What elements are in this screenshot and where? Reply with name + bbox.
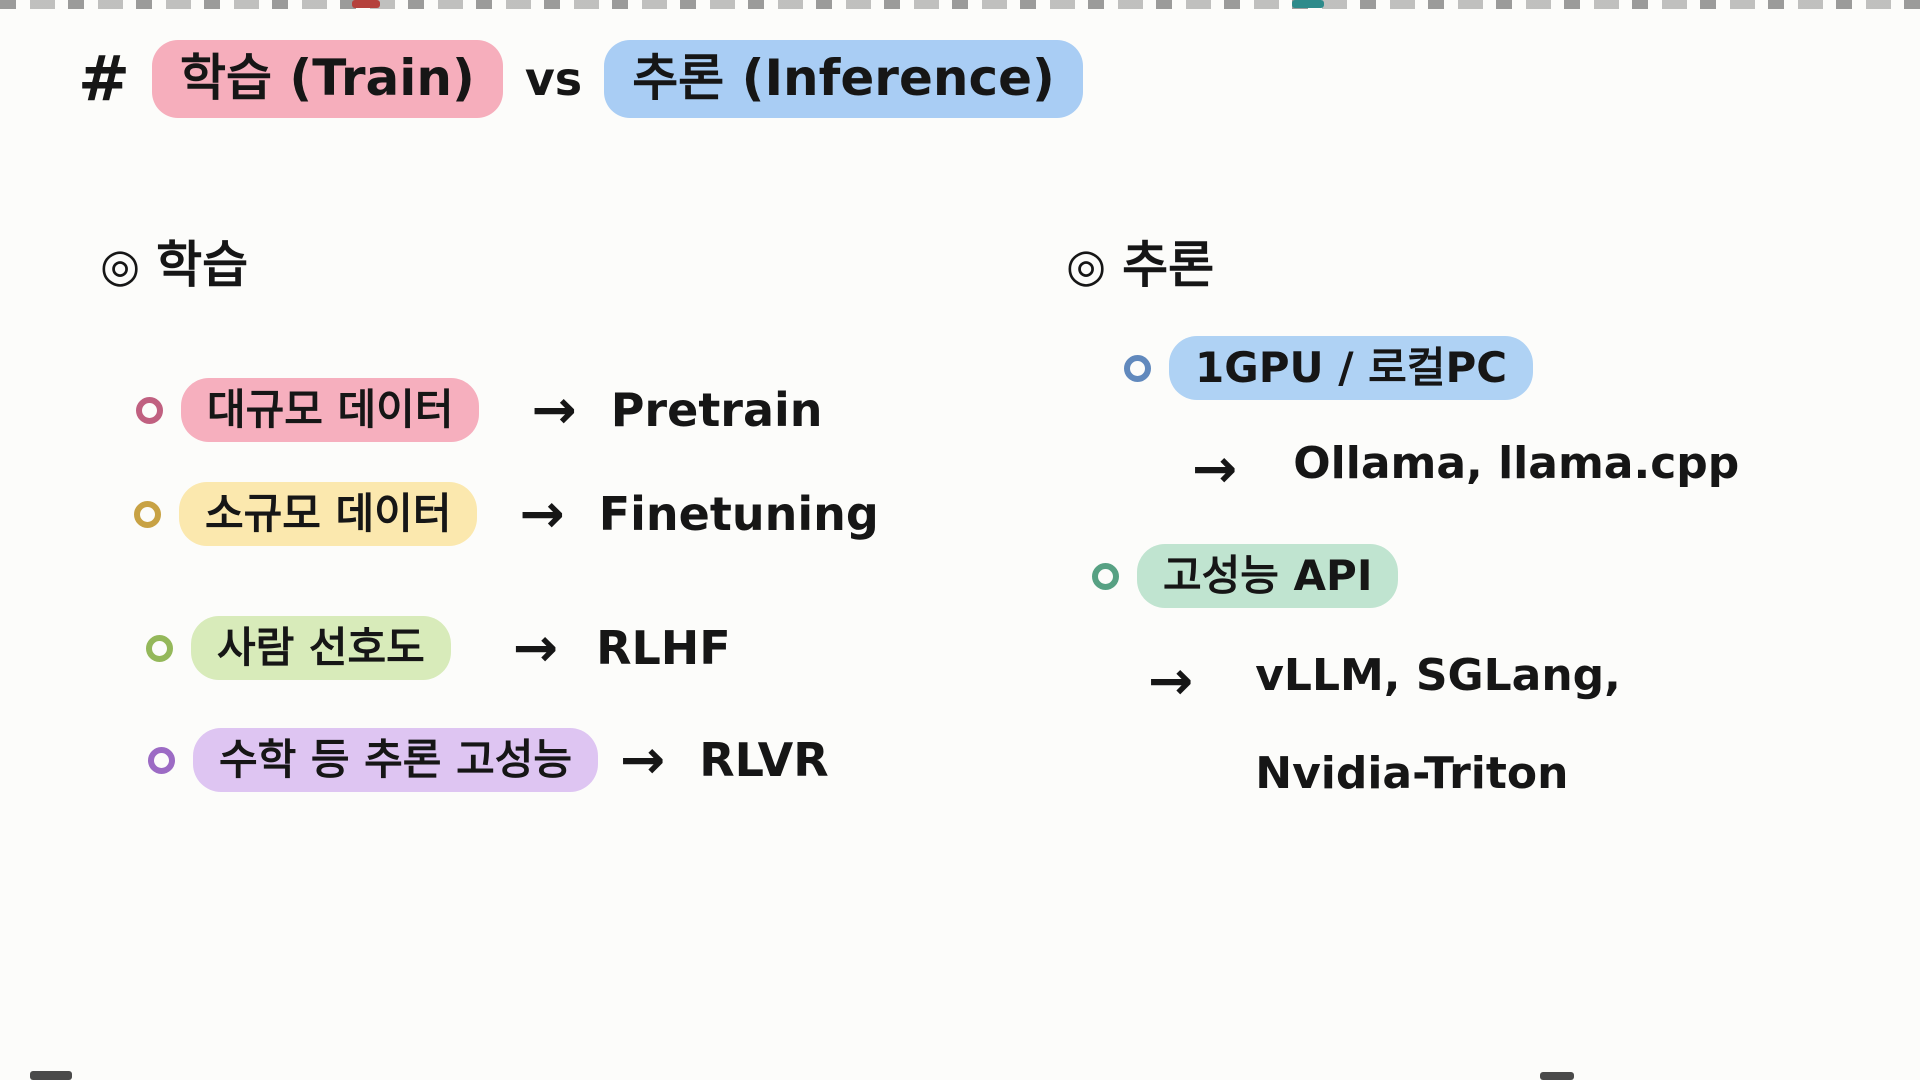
tag-math-reasoning: 수학 등 추론 고성능: [193, 728, 598, 793]
page-title: # 학습 (Train) vs 추론 (Inference): [78, 40, 1083, 118]
result-rlvr: RLVR: [699, 732, 829, 787]
tag-high-performance-api: 고성능 API: [1137, 544, 1399, 609]
tag-small-data: 소규모 데이터: [179, 482, 478, 547]
train-section-title: 학습: [156, 236, 249, 294]
result-vllm-sglang: vLLM, SGLang,: [1255, 650, 1621, 701]
bullseye-icon: ◎: [100, 238, 141, 292]
top-edge-artifact: [0, 0, 1920, 9]
tag-human-preference: 사람 선호도: [191, 616, 451, 681]
bottom-left-speck: [30, 1071, 72, 1080]
train-item-pretrain: 대규모 데이터 → Pretrain: [136, 378, 823, 443]
inference-section-title: 추론: [1122, 236, 1215, 294]
bullet-ring-icon: [148, 746, 175, 774]
bullet-ring-icon: [136, 396, 163, 424]
bullet-ring-icon: [1092, 562, 1119, 590]
inference-api-tools: → vLLM, SGLang, Nvidia-Triton: [1148, 649, 1621, 800]
inference-item-api: 고성능 API: [1092, 544, 1399, 609]
result-nvidia-triton: Nvidia-Triton: [1255, 748, 1569, 800]
title-hash: #: [78, 41, 130, 115]
title-train-highlight: 학습 (Train): [151, 40, 503, 118]
result-pretrain: Pretrain: [610, 382, 823, 437]
arrow-icon: →: [512, 616, 559, 680]
train-item-finetuning: 소규모 데이터 → Finetuning: [134, 482, 879, 547]
inference-local-tools: → Ollama, llama.cpp: [1192, 437, 1740, 500]
bullet-ring-icon: [1124, 354, 1151, 382]
result-ollama-llamacpp: Ollama, llama.cpp: [1293, 438, 1740, 489]
bullseye-icon: ◎: [1066, 238, 1107, 292]
title-vs: vs: [524, 51, 583, 106]
arrow-icon: →: [1192, 437, 1238, 500]
tag-large-data: 대규모 데이터: [181, 378, 480, 443]
arrow-icon: →: [1148, 649, 1194, 712]
train-section-header: ◎ 학습: [100, 240, 248, 290]
result-rlhf: RLHF: [596, 620, 731, 675]
arrow-icon: →: [620, 728, 666, 792]
train-item-rlvr: 수학 등 추론 고성능 → RLVR: [148, 728, 829, 793]
title-inference-highlight: 추론 (Inference): [604, 40, 1083, 118]
bottom-right-speck: [1540, 1072, 1574, 1080]
arrow-icon: →: [531, 378, 577, 442]
bullet-ring-icon: [134, 500, 161, 528]
tag-1gpu-local-pc: 1GPU / 로컬PC: [1169, 336, 1534, 401]
top-red-speck: [352, 0, 380, 8]
inference-section-header: ◎ 추론: [1066, 240, 1214, 290]
inference-item-local: 1GPU / 로컬PC: [1124, 336, 1534, 401]
result-finetuning: Finetuning: [598, 486, 879, 541]
arrow-icon: →: [519, 482, 565, 546]
top-teal-speck: [1292, 0, 1324, 8]
bullet-ring-icon: [146, 634, 173, 662]
train-item-rlhf: 사람 선호도 → RLHF: [146, 616, 731, 681]
